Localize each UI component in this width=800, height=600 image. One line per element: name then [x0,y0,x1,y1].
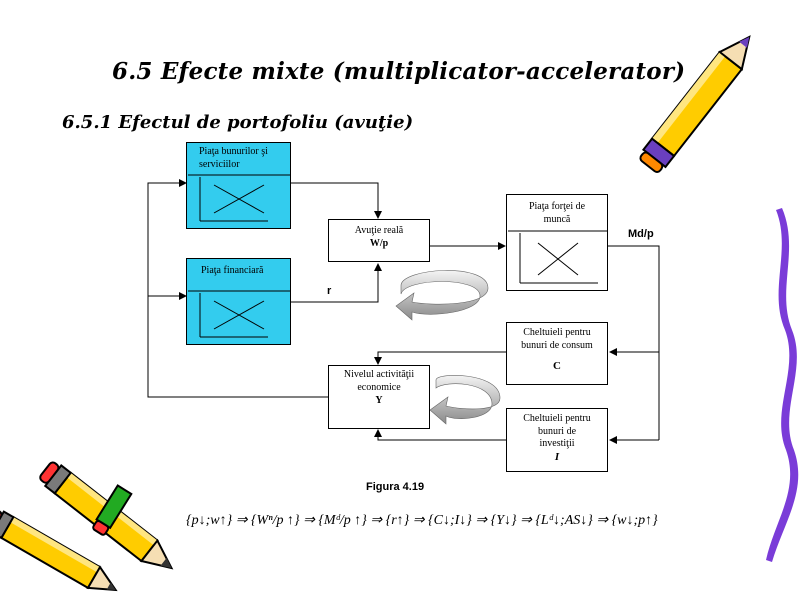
consumption-symbol: C [553,360,561,372]
real-wealth-label: Avuţie reală [354,225,404,236]
goods-market-box: Piaţa bunurilor şi serviciilor [186,142,291,229]
pencil-icon-4 [92,484,133,536]
curved-arrow-icon [395,270,489,321]
real-wealth-symbol: W/p [369,237,389,249]
curved-arrow-icon-2 [429,375,501,425]
consumption-box: Cheltuieli pentru bunuri de consum C [506,322,608,385]
financial-market-box: Piaţa financiară [186,258,291,345]
investment-symbol: I [554,450,560,463]
labor-market-box: Piaţa forţei de muncă [506,194,608,291]
r-label: r [327,285,332,297]
goods-market-chart-icon [188,174,291,222]
real-wealth-box: Avuţie reală W/p [328,219,430,262]
page-title: 6.5 Efecte mixte (multiplicator-accelera… [112,58,686,85]
investment-label: Cheltuieli pentru bunuri de investiţii [523,413,591,449]
investment-box: Cheltuieli pentru bunuri de investiţii I [506,408,608,472]
consumption-label: Cheltuieli pentru bunuri de consum [521,327,593,351]
pencil-icon [639,35,751,173]
section-subtitle: 6.5.1 Efectul de portofoliu (avuţie) [62,112,414,133]
economic-activity-label: Nivelul activităţii economice [343,369,415,393]
decorative-wave [766,208,799,562]
financial-market-label: Piaţa financiară [201,265,264,276]
financial-market-chart-icon [188,290,291,338]
economic-activity-box: Nivelul activităţii economice Y [328,365,430,429]
figure-caption: Figura 4.19 [366,481,425,493]
md-label: Md/p [628,228,654,240]
labor-market-chart-icon [508,230,608,284]
economic-activity-symbol: Y [375,395,383,406]
goods-market-label: Piaţa bunurilor şi serviciilor [199,146,268,170]
pencil-icon-3 [0,508,118,592]
formula: {p↓;w↑} ⇒ {Wⁿ/p ↑} ⇒ {Mᵈ/p ↑} ⇒ {r↑} ⇒ {… [186,513,658,528]
labor-market-label: Piaţa forţei de muncă [528,201,586,225]
